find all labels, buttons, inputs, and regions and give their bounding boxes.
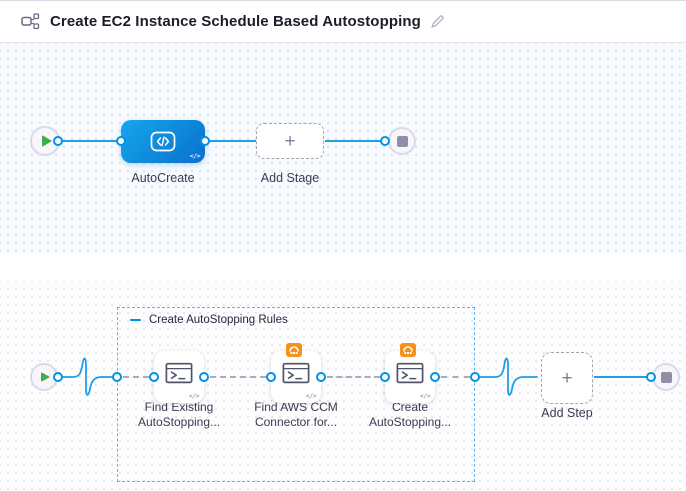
step-in-port: [380, 372, 390, 382]
step-in-port: [266, 372, 276, 382]
stage-canvas[interactable]: </> AutoCreate + Add Stage: [0, 43, 686, 253]
play-icon: [41, 372, 50, 382]
step-label: Find AWS CCM Connector for...: [254, 400, 338, 429]
collapsed-link-squiggle: [479, 357, 538, 396]
step-label: Find Existing AutoStopping...: [137, 400, 221, 429]
stage-in-port: [116, 136, 126, 146]
add-step-button[interactable]: +: [541, 352, 593, 404]
execution-canvas[interactable]: Create AutoStopping Rules </> Find Exist: [0, 281, 686, 491]
step-out-port: [316, 372, 326, 382]
dashed-connector: [327, 376, 380, 378]
edit-pencil-icon[interactable]: [430, 14, 445, 29]
group-in-port: [112, 372, 122, 382]
step-group-label: Create AutoStopping Rules: [149, 314, 288, 326]
add-step-label: Add Step: [541, 406, 593, 420]
step-group-header: Create AutoStopping Rules: [130, 314, 288, 326]
script-mini-icon: </>: [189, 152, 201, 160]
play-icon: [41, 135, 52, 147]
end-in-port: [646, 372, 656, 382]
script-mini-icon: </>: [305, 392, 317, 400]
connector-line: [594, 376, 651, 378]
pipeline-graph-icon: [21, 13, 40, 30]
plus-icon: +: [561, 367, 573, 389]
collapsed-link-squiggle: [59, 357, 113, 396]
aws-ccm-icon: [286, 343, 302, 357]
step-label: Create AutoStopping...: [368, 400, 452, 429]
end-in-port: [380, 136, 390, 146]
stage-out-port: [200, 136, 210, 146]
step-node-find-existing[interactable]: </>: [154, 351, 204, 403]
stop-icon: [396, 135, 408, 147]
aws-ccm-icon: [400, 343, 416, 357]
header-bar: Create EC2 Instance Schedule Based Autos…: [0, 0, 686, 43]
stop-icon: [660, 371, 672, 383]
step-out-port: [430, 372, 440, 382]
connector-line: [61, 140, 121, 142]
page-title: Create EC2 Instance Schedule Based Autos…: [50, 13, 421, 30]
shell-script-icon: [282, 362, 310, 384]
script-mini-icon: </>: [419, 392, 431, 400]
step-out-port: [199, 372, 209, 382]
start-out-port: [53, 136, 63, 146]
shell-script-icon: [165, 362, 193, 384]
stage-label: AutoCreate: [131, 171, 195, 185]
script-mini-icon: </>: [188, 392, 200, 400]
collapse-minus-icon[interactable]: [130, 318, 141, 322]
shell-script-icon: [396, 362, 424, 384]
stage-node-autocreate[interactable]: </>: [121, 120, 205, 163]
custom-stage-icon: [150, 131, 176, 152]
dashed-connector: [123, 376, 149, 378]
group-out-port: [470, 372, 480, 382]
start-out-port: [53, 372, 63, 382]
plus-icon: +: [284, 130, 296, 152]
dashed-connector: [441, 376, 470, 378]
add-stage-button[interactable]: +: [256, 123, 324, 159]
connector-line: [206, 140, 256, 142]
dashed-connector: [210, 376, 266, 378]
step-node-find-aws-ccm-connector[interactable]: </>: [271, 343, 321, 403]
step-in-port: [149, 372, 159, 382]
execution-end-node: [652, 363, 680, 391]
connector-line: [325, 140, 385, 142]
step-node-create-autostopping[interactable]: </>: [385, 343, 435, 403]
pipeline-end-node: [388, 127, 416, 155]
add-stage-label: Add Stage: [260, 171, 320, 185]
step-group-container: [117, 307, 475, 482]
